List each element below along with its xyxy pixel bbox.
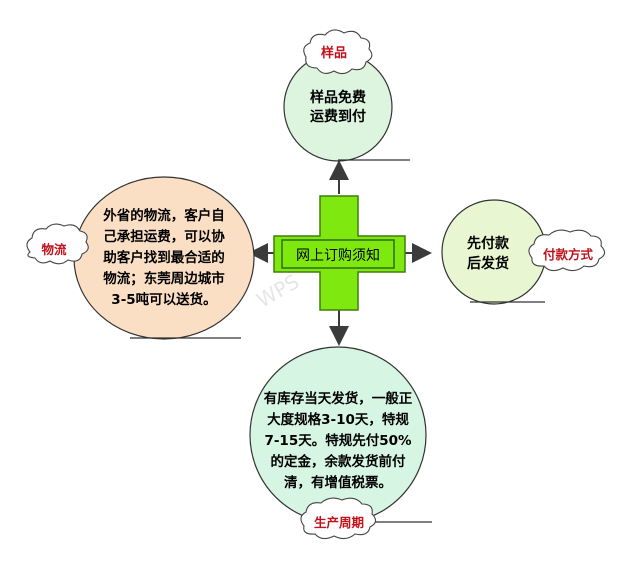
node-left-line-5: 3-5吨可以送货。 xyxy=(111,291,216,308)
node-left-line-2: 己承担运费，可以协 xyxy=(103,228,225,245)
node-right-line-1: 先付款 xyxy=(467,235,510,252)
tag-top-label: 样品 xyxy=(321,45,347,61)
node-top-line-1: 样品免费 xyxy=(310,89,366,106)
node-left-line-1: 外省的物流，客户自 xyxy=(103,207,225,224)
connector-arrows xyxy=(248,160,432,346)
node-bottom-line-2: 大度规格3-10天，特规 xyxy=(267,411,409,428)
tag-bottom-label: 生产周期 xyxy=(314,515,364,530)
tag-right-label: 付款方式 xyxy=(543,247,594,262)
node-bottom-line-1: 有库存当天发货，一般正 xyxy=(264,390,413,407)
node-bottom-line-3: 7-15天。特规先付50% xyxy=(264,432,412,449)
node-left-line-4: 物流；东莞周边城市 xyxy=(103,270,225,287)
tag-left-cloud: 物流 xyxy=(26,223,89,265)
node-top: 样品免费 运费到付 xyxy=(283,52,410,162)
center-label: 网上订购须知 xyxy=(296,247,380,264)
node-bottom-line-5: 清，有增值税票。 xyxy=(284,474,392,491)
node-bottom: 有库存当天发货，一般正 大度规格3-10天，特规 7-15天。特规先付50% 的… xyxy=(249,346,432,524)
tag-top-cloud: 样品 xyxy=(303,29,373,75)
node-bottom-line-4: 的定金，余款发货前付 xyxy=(271,453,406,470)
tag-bottom-cloud: 生产周期 xyxy=(300,497,377,540)
node-right: 先付款 后发货 xyxy=(441,199,547,305)
node-right-line-2: 后发货 xyxy=(467,255,509,272)
tag-right-cloud: 付款方式 xyxy=(528,229,606,272)
node-top-line-2: 运费到付 xyxy=(310,108,366,125)
watermark-text: WPS xyxy=(253,269,304,312)
node-left: 外省的物流，客户自 己承担运费，可以协 助客户找到最合适的 物流；东莞周边城市 … xyxy=(73,176,255,340)
tag-left-label: 物流 xyxy=(41,242,67,257)
center-label-box xyxy=(281,239,395,269)
node-left-line-3: 助客户找到最合适的 xyxy=(103,249,225,266)
